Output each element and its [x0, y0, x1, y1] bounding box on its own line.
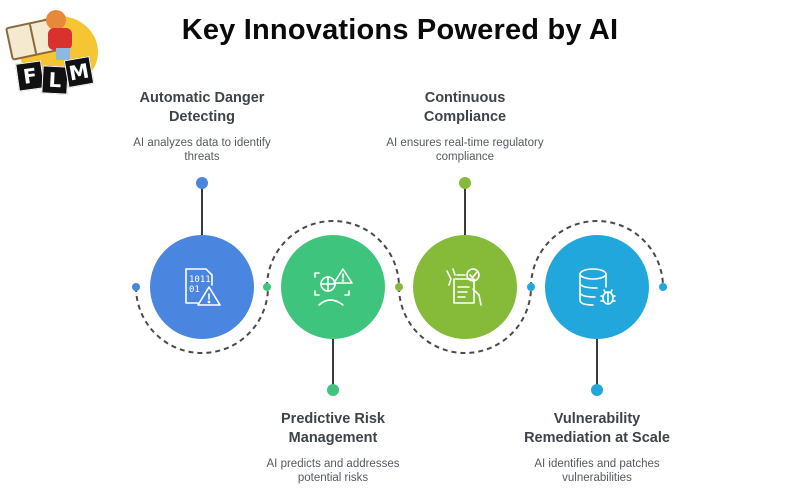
item-title-automatic-danger-detecting: Automatic Danger Detecting: [107, 89, 297, 127]
svg-text:01: 01: [189, 285, 200, 295]
title-line-2: Compliance: [423, 109, 507, 125]
document-checkmark-hands-icon: [446, 268, 482, 306]
dashed-arc-2: [266, 220, 400, 288]
side-dot-1: [263, 283, 271, 291]
dashed-arc-3: [398, 286, 532, 354]
child-body-icon: [48, 28, 72, 50]
title-line-2: Management: [288, 430, 378, 446]
title-line-1: Automatic Danger: [139, 90, 265, 106]
desc-line-1: AI identifies and patches: [534, 458, 660, 470]
stem-dot-2: [327, 384, 339, 396]
binary-file-warning-icon: 1011 01: [185, 268, 221, 306]
item-desc-automatic-danger-detecting: AI analyzes data to identify threats: [107, 136, 297, 164]
title-line-1: Predictive Risk: [281, 411, 385, 427]
node-vulnerability-remediation: [545, 235, 649, 339]
database-bug-icon: [579, 268, 616, 306]
item-desc-predictive-risk-management: AI predicts and addresses potential risk…: [238, 457, 428, 485]
dashed-arc-4: [530, 220, 664, 288]
item-title-continuous-compliance: Continuous Compliance: [370, 89, 560, 127]
child-head-icon: [46, 10, 66, 30]
desc-line-2: potential risks: [297, 472, 369, 484]
desc-line-1: AI analyzes data to identify: [133, 137, 271, 149]
dashed-arc-1: [135, 286, 269, 354]
node-automatic-danger-detecting: 1011 01: [150, 235, 254, 339]
desc-line-2: vulnerabilities: [562, 472, 632, 484]
node-predictive-risk-management: [281, 235, 385, 339]
title-line-2: Remediation at Scale: [524, 430, 670, 446]
item-desc-continuous-compliance: AI ensures real-time regulatory complian…: [370, 136, 560, 164]
side-dot-3: [527, 283, 535, 291]
risk-analysis-chart-warning-icon: [314, 268, 353, 306]
title-line-2: Detecting: [168, 109, 236, 125]
item-desc-vulnerability-remediation: AI identifies and patches vulnerabilitie…: [502, 457, 692, 485]
page-title: Key Innovations Powered by AI: [181, 14, 619, 46]
item-title-predictive-risk-management: Predictive Risk Management: [238, 410, 428, 448]
side-dot-0: [132, 283, 140, 291]
stem-dot-4: [591, 384, 603, 396]
side-dot-2: [395, 283, 403, 291]
title-line-1: Continuous: [424, 90, 506, 106]
desc-line-2: compliance: [435, 151, 495, 163]
desc-line-1: AI ensures real-time regulatory: [386, 137, 544, 149]
side-dot-4: [659, 283, 667, 291]
flm-logo: F L M: [2, 4, 112, 95]
svg-text:1011: 1011: [189, 275, 211, 285]
title-line-1: Vulnerability: [553, 411, 641, 427]
desc-line-1: AI predicts and addresses: [266, 458, 400, 470]
stem-dot-3: [459, 177, 471, 189]
stem-dot-1: [196, 177, 208, 189]
item-title-vulnerability-remediation: Vulnerability Remediation at Scale: [502, 410, 692, 448]
desc-line-2: threats: [184, 151, 220, 163]
child-legs-icon: [56, 48, 70, 60]
node-continuous-compliance: [413, 235, 517, 339]
